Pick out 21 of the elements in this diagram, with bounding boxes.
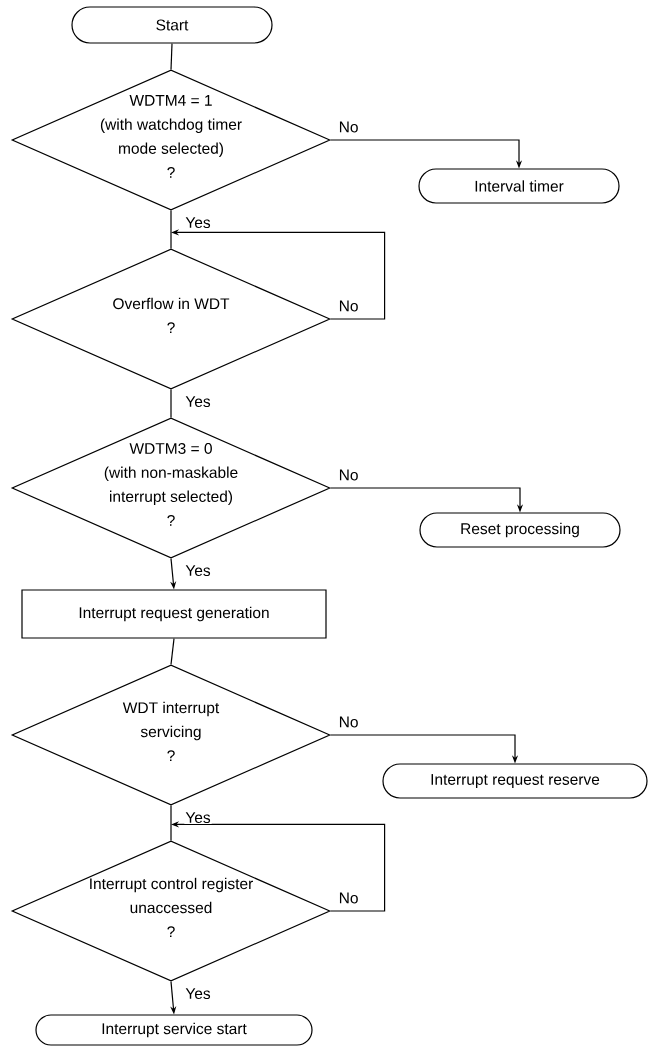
edge-label: Yes <box>184 811 212 824</box>
connector-line <box>170 805 172 841</box>
edge-label: Yes <box>184 395 212 408</box>
edge-label: Yes <box>184 216 212 229</box>
terminal-box: Interrupt service start <box>35 1014 313 1046</box>
terminal-box: Interrupt request reserve <box>382 763 648 799</box>
edge-label: No <box>337 120 360 134</box>
connector-line <box>170 210 172 249</box>
terminal-box: Reset processing <box>419 512 621 548</box>
process-box: Interrupt request generation <box>21 589 327 639</box>
edge-label: Yes <box>184 987 212 1000</box>
edge-label: No <box>337 715 360 729</box>
connector-line <box>170 638 175 665</box>
terminal-box: Interval timer <box>418 168 620 204</box>
edge-label: No <box>337 891 360 905</box>
edge-label: No <box>337 468 360 482</box>
edge-label: No <box>337 299 360 313</box>
terminal-box: Start <box>71 6 273 44</box>
edge-label: Yes <box>184 564 212 577</box>
connector-line <box>170 389 172 418</box>
connector-line <box>170 43 173 70</box>
